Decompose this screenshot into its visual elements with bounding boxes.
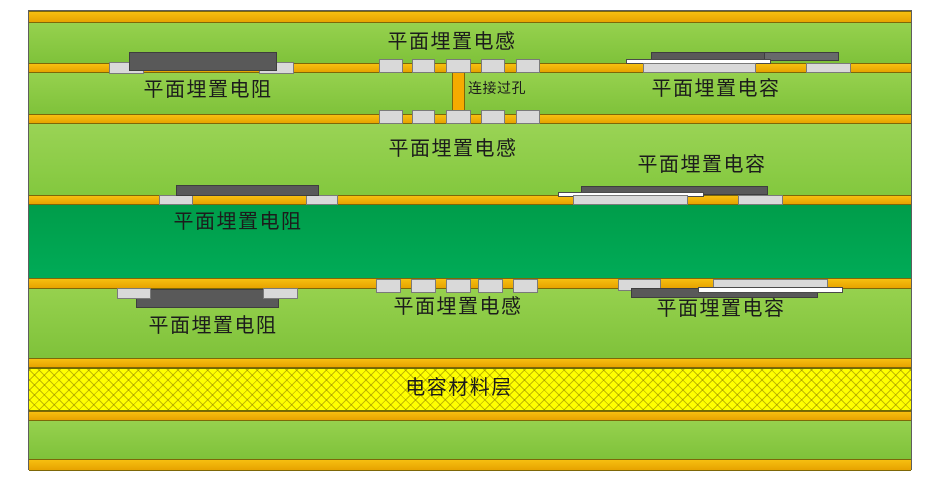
capacitor-bottom-electrode (643, 63, 756, 73)
inductor-pad (478, 279, 503, 293)
label-embedded-resistor: 平面埋置电阻 (143, 79, 273, 101)
label-embedded-resistor: 平面埋置电阻 (148, 315, 278, 337)
resistor-pad (159, 195, 193, 205)
inductor-pad (379, 110, 403, 124)
resistor-body (176, 185, 319, 196)
label-embedded-inductor: 平面埋置电感 (393, 296, 523, 318)
substrate-layer (29, 73, 911, 114)
label-embedded-resistor: 平面埋置电阻 (173, 211, 303, 233)
inductor-pad (376, 279, 401, 293)
capacitor-material-layer (29, 368, 911, 411)
label-embedded-capacitor: 平面埋置电容 (651, 78, 781, 100)
label-embedded-inductor: 平面埋置电感 (388, 138, 518, 160)
board-stack: 平面埋置电感 平面埋置电阻 连接过孔 平面埋置电容 平面埋置电感 平面埋置电容 … (28, 10, 912, 471)
inductor-pad (379, 59, 403, 73)
resistor-body (136, 289, 279, 308)
connection-via (452, 71, 465, 115)
label-embedded-capacitor: 平面埋置电容 (656, 298, 786, 320)
resistor-pad (306, 195, 338, 205)
capacitor-pad (806, 63, 851, 73)
capacitor-dielectric (698, 287, 843, 293)
label-embedded-inductor: 平面埋置电感 (387, 31, 517, 53)
inductor-pad (446, 110, 471, 124)
substrate-layer (29, 124, 911, 195)
inductor-pad (513, 279, 538, 293)
inductor-pad (446, 279, 471, 293)
label-capacitor-material-layer: 电容材料层 (405, 377, 513, 399)
inductor-pad (481, 110, 505, 124)
copper-layer (29, 195, 911, 205)
inductor-pad (446, 59, 471, 73)
inductor-pad (481, 59, 505, 73)
copper-layer (29, 11, 911, 23)
copper-layer (29, 459, 911, 471)
inductor-pad (412, 110, 435, 124)
resistor-body (129, 52, 277, 71)
core-layer (29, 205, 911, 278)
label-embedded-capacitor: 平面埋置电容 (637, 154, 767, 176)
label-connection-via: 连接过孔 (468, 82, 526, 97)
inductor-pad (411, 279, 436, 293)
inductor-pad (516, 110, 540, 124)
capacitor-top-electrode (764, 52, 839, 61)
inductor-pad (516, 59, 540, 73)
resistor-pad (117, 288, 151, 299)
capacitor-pad (738, 195, 783, 205)
capacitor-bottom-electrode (573, 195, 688, 205)
copper-layer (29, 358, 911, 368)
resistor-pad (263, 288, 298, 299)
copper-layer (29, 411, 911, 421)
inductor-pad (412, 59, 435, 73)
substrate-layer (29, 421, 911, 459)
